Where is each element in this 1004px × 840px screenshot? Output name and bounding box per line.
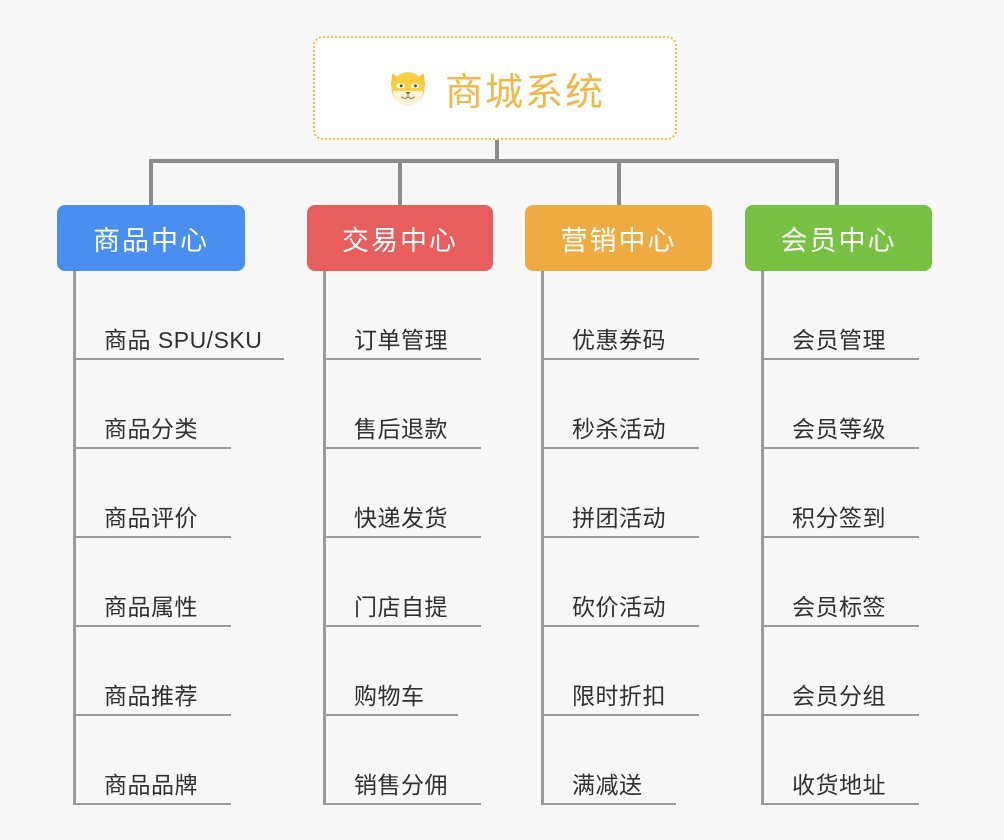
list-item[interactable]: 销售分佣 bbox=[323, 716, 481, 805]
drop-connector-4 bbox=[835, 159, 839, 207]
item-underline bbox=[541, 803, 676, 805]
list-item[interactable]: 商品评价 bbox=[73, 449, 262, 538]
item-underline bbox=[73, 447, 231, 449]
item-underline bbox=[761, 536, 919, 538]
list-item[interactable]: 商品 SPU/SKU bbox=[73, 271, 284, 360]
item-underline bbox=[761, 358, 919, 360]
horizontal-bus-connector bbox=[149, 159, 839, 163]
list-item[interactable]: 优惠券码 bbox=[541, 271, 699, 360]
category-header-2[interactable]: 交易中心 bbox=[307, 205, 493, 271]
root-node[interactable]: 商城系统 bbox=[313, 36, 677, 140]
item-label: 秒杀活动 bbox=[572, 416, 666, 442]
list-item[interactable]: 秒杀活动 bbox=[541, 360, 699, 449]
item-underline bbox=[323, 714, 458, 716]
drop-connector-3 bbox=[617, 159, 621, 207]
item-underline bbox=[541, 714, 699, 716]
item-label: 销售分佣 bbox=[354, 772, 448, 798]
list-item[interactable]: 限时折扣 bbox=[541, 627, 699, 716]
category-header-1[interactable]: 商品中心 bbox=[57, 205, 245, 271]
category-header-label: 会员中心 bbox=[780, 225, 897, 256]
item-label: 商品属性 bbox=[104, 594, 198, 620]
item-underline bbox=[73, 625, 231, 627]
item-underline bbox=[761, 714, 919, 716]
item-underline bbox=[541, 625, 699, 627]
item-underline bbox=[761, 803, 919, 805]
item-underline bbox=[323, 803, 481, 805]
root-title: 商城系统 bbox=[444, 71, 605, 114]
item-underline bbox=[323, 536, 481, 538]
list-item[interactable]: 商品属性 bbox=[73, 538, 262, 627]
list-item[interactable]: 积分签到 bbox=[761, 449, 919, 538]
category-items-1: 商品 SPU/SKU 商品分类 商品评价 商品属性 商品推荐 商品品牌 bbox=[73, 271, 284, 805]
item-label: 会员分组 bbox=[792, 683, 886, 709]
list-item[interactable]: 会员标签 bbox=[761, 538, 919, 627]
item-label: 商品评价 bbox=[104, 505, 198, 531]
category-header-label: 交易中心 bbox=[342, 225, 458, 256]
list-item[interactable]: 商品分类 bbox=[73, 360, 262, 449]
item-underline bbox=[541, 447, 699, 449]
list-item[interactable]: 会员分组 bbox=[761, 627, 919, 716]
list-item[interactable]: 快递发货 bbox=[323, 449, 481, 538]
list-item[interactable]: 商品推荐 bbox=[73, 627, 262, 716]
item-label: 会员管理 bbox=[792, 327, 886, 353]
item-label: 商品品牌 bbox=[104, 772, 198, 798]
item-label: 商品 SPU/SKU bbox=[104, 327, 263, 353]
item-label: 会员等级 bbox=[792, 416, 886, 442]
list-item[interactable]: 收货地址 bbox=[761, 716, 919, 805]
list-item[interactable]: 订单管理 bbox=[323, 271, 481, 360]
category-header-4[interactable]: 会员中心 bbox=[745, 205, 932, 271]
item-underline bbox=[541, 536, 699, 538]
item-label: 优惠券码 bbox=[572, 327, 666, 353]
list-item[interactable]: 满减送 bbox=[541, 716, 676, 805]
root-stem-connector bbox=[495, 140, 499, 162]
list-item[interactable]: 购物车 bbox=[323, 627, 458, 716]
item-label: 限时折扣 bbox=[572, 683, 666, 709]
item-underline bbox=[761, 625, 919, 627]
item-underline bbox=[761, 447, 919, 449]
item-underline bbox=[323, 447, 481, 449]
item-underline bbox=[541, 358, 699, 360]
category-header-label: 商品中心 bbox=[93, 225, 209, 256]
category-header-label: 营销中心 bbox=[560, 225, 677, 256]
item-underline bbox=[73, 358, 284, 360]
list-item[interactable]: 砍价活动 bbox=[541, 538, 699, 627]
item-label: 砍价活动 bbox=[572, 594, 666, 620]
category-items-2: 订单管理 售后退款 快递发货 门店自提 购物车 销售分佣 bbox=[323, 271, 481, 805]
category-spine-3 bbox=[541, 271, 544, 805]
item-label: 商品分类 bbox=[104, 416, 198, 442]
item-label: 会员标签 bbox=[792, 594, 886, 620]
list-item[interactable]: 门店自提 bbox=[323, 538, 481, 627]
item-underline bbox=[73, 803, 231, 805]
category-spine-2 bbox=[323, 271, 326, 805]
item-underline bbox=[73, 536, 231, 538]
item-underline bbox=[323, 358, 481, 360]
list-item[interactable]: 售后退款 bbox=[323, 360, 481, 449]
item-label: 收货地址 bbox=[792, 772, 886, 798]
list-item[interactable]: 会员管理 bbox=[761, 271, 919, 360]
item-label: 积分签到 bbox=[792, 505, 886, 531]
category-header-3[interactable]: 营销中心 bbox=[525, 205, 712, 271]
item-label: 门店自提 bbox=[354, 594, 448, 620]
drop-connector-1 bbox=[149, 159, 153, 207]
item-underline bbox=[73, 714, 231, 716]
category-items-3: 优惠券码 秒杀活动 拼团活动 砍价活动 限时折扣 满减送 bbox=[541, 271, 699, 805]
item-label: 订单管理 bbox=[354, 327, 448, 353]
item-label: 满减送 bbox=[572, 772, 643, 798]
list-item[interactable]: 会员等级 bbox=[761, 360, 919, 449]
item-label: 售后退款 bbox=[354, 416, 448, 442]
list-item[interactable]: 拼团活动 bbox=[541, 449, 699, 538]
item-label: 商品推荐 bbox=[104, 683, 198, 709]
drop-connector-2 bbox=[398, 159, 402, 207]
item-label: 快递发货 bbox=[354, 505, 448, 531]
item-label: 购物车 bbox=[354, 683, 425, 709]
category-spine-4 bbox=[761, 271, 764, 805]
category-items-4: 会员管理 会员等级 积分签到 会员标签 会员分组 收货地址 bbox=[761, 271, 919, 805]
list-item[interactable]: 商品品牌 bbox=[73, 716, 262, 805]
shiba-dog-face-icon bbox=[385, 65, 431, 111]
item-label: 拼团活动 bbox=[572, 505, 666, 531]
category-spine-1 bbox=[73, 271, 76, 805]
item-underline bbox=[323, 625, 481, 627]
